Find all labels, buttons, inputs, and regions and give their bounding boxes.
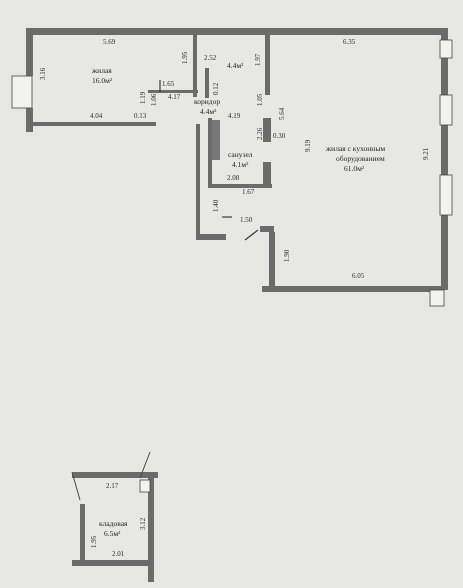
room-corridor-area: 4.4м²: [200, 107, 217, 116]
storage-wall-left: [80, 504, 85, 564]
dim-label: 0.30: [273, 132, 286, 140]
door-entry: [244, 229, 259, 241]
dim-label: 1.65: [162, 80, 175, 88]
dim-label: 1.67: [242, 188, 255, 196]
storage-opening: [139, 479, 151, 493]
storage-plan: 2.17 кладовая 6.5м² 3.12 1.95 2.01: [71, 451, 158, 582]
wall-top: [26, 28, 448, 35]
wall-right: [441, 28, 448, 290]
dim-label: 3.12: [139, 517, 147, 530]
room-corridor-name: коридор: [194, 97, 220, 106]
room-kitchen-area: 61.0м²: [344, 164, 365, 173]
dim-label: 1.95: [90, 535, 98, 548]
wall-bath-right-upper: [263, 118, 271, 142]
wall-bath-left: [208, 118, 212, 188]
wall-bath-right-lower: [263, 162, 271, 184]
wall-bath-bottom: [208, 184, 272, 188]
windows: [11, 39, 453, 307]
dim-label: 1.19: [139, 91, 147, 104]
window-left: [11, 75, 33, 109]
window-right-2: [439, 174, 453, 216]
room-small-area: 4.4м²: [227, 61, 244, 70]
dim-label: 2.26: [256, 127, 264, 140]
dim-label: 2.08: [227, 174, 240, 182]
dim-label: 1.90: [283, 249, 291, 262]
wall-entry-bottom: [196, 234, 226, 240]
dimension-labels: 5.69 6.35 3.16 1.95 2.52 1.97 1.65 4.17 …: [39, 38, 430, 280]
storage-wall-diag: [71, 471, 81, 501]
room-storage-area: 6.5м²: [104, 529, 121, 538]
wall-entry-right: [260, 226, 274, 232]
room-kitchen-name2: оборудованием: [336, 154, 385, 163]
wall-partition-1: [193, 35, 197, 97]
dim-label: 0.13: [134, 112, 147, 120]
dim-label: 1.50: [240, 216, 253, 224]
wall-big-bottom: [262, 286, 442, 292]
dim-label: 2.52: [204, 54, 217, 62]
window-right-1: [439, 94, 453, 126]
dim-label: 5.64: [278, 107, 286, 120]
dim-label: 2.01: [112, 550, 125, 558]
dim-label: 3.16: [39, 67, 47, 80]
wall-big-left: [269, 232, 275, 292]
dim-label: 9.19: [304, 139, 312, 152]
dim-label: 1.05: [256, 93, 264, 106]
dim-label: 4.17: [168, 93, 181, 101]
bath-shaft: [212, 120, 220, 160]
wall-left-upper: [26, 28, 33, 76]
room-storage-name: кладовая: [99, 519, 128, 528]
room-living1-area: 16.0м²: [92, 76, 113, 85]
room-bathroom-name: санузел: [228, 150, 253, 159]
wall-corridor-left: [196, 124, 200, 239]
dim-label: 1.40: [212, 199, 220, 212]
room-bathroom-area: 4.1м²: [232, 160, 249, 169]
wall-small-right: [265, 35, 270, 95]
dim-label: 4.19: [228, 112, 241, 120]
dim-label: 6.35: [343, 38, 356, 46]
room-kitchen-name1: жилая с кухонным: [325, 144, 385, 153]
doors: [159, 80, 259, 241]
dim-label: 9.21: [422, 147, 430, 160]
dim-label: 0.12: [212, 82, 220, 95]
room-living1-name: жилая: [91, 66, 112, 75]
walls: [26, 28, 448, 292]
balcony-door: [429, 289, 445, 307]
window-right-top: [439, 39, 453, 59]
wall-partition-2: [148, 90, 198, 93]
dim-label: 1.06: [150, 93, 158, 106]
dim-label: 5.69: [103, 38, 116, 46]
storage-door-swing: [139, 451, 151, 479]
wall-small-left: [205, 68, 209, 98]
storage-wall-bottom: [72, 560, 154, 566]
wall-living1-bottom: [26, 122, 156, 126]
dim-label: 6.05: [352, 272, 365, 280]
dim-label: 1.95: [181, 51, 189, 64]
wall-left-lower: [26, 108, 33, 132]
storage-wall-right: [148, 472, 154, 582]
dim-label: 4.04: [90, 112, 103, 120]
storage-wall-top: [72, 472, 158, 478]
dim-label: 1.97: [254, 53, 262, 66]
dim-label: 2.17: [106, 482, 119, 490]
